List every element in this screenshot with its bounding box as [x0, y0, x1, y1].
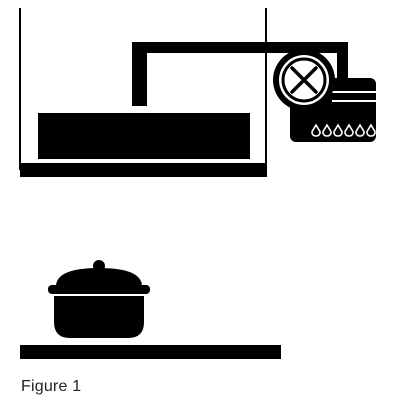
counter-slab [20, 163, 267, 177]
exhaust-duct [132, 42, 348, 106]
cooking-pot-icon [48, 260, 150, 338]
flame-icon [366, 123, 376, 137]
prohibited-x-icon [273, 49, 335, 111]
figure-caption: Figure 1 [21, 378, 82, 395]
flame-row [311, 123, 376, 137]
appliance-block [38, 113, 250, 159]
pot-rim [48, 285, 150, 294]
flame-icon [322, 123, 332, 137]
pot-body [54, 296, 144, 338]
flame-icon [344, 123, 354, 137]
flame-icon [355, 123, 365, 137]
lid-knob-icon [93, 260, 105, 272]
top-scene [19, 8, 376, 177]
flame-icon [311, 123, 321, 137]
bottom-scene [20, 260, 281, 359]
flame-icon [333, 123, 343, 137]
surface-slab [20, 345, 281, 359]
pot-lid [56, 268, 142, 285]
